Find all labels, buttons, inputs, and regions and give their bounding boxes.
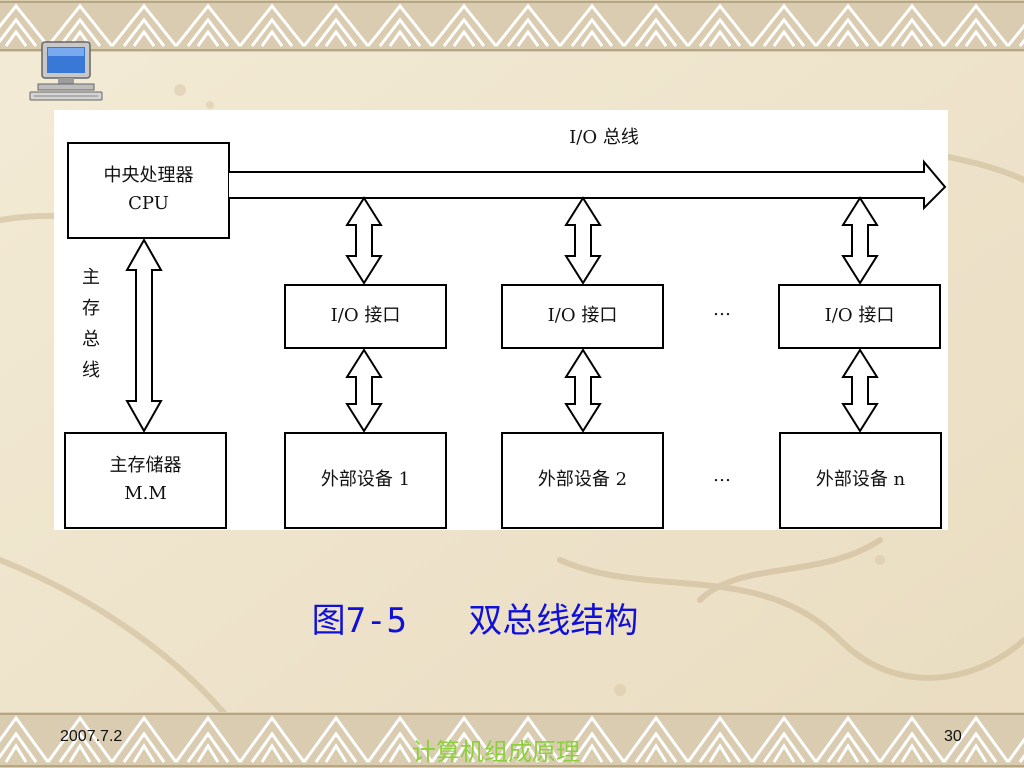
border-motif	[302, 3, 370, 47]
border-motif	[1006, 737, 1024, 763]
border-motif	[1006, 23, 1024, 47]
border-motif	[814, 715, 882, 763]
memory-label-line1: 主存储器	[109, 455, 182, 476]
memory-label-line2: M.M	[124, 483, 167, 504]
io-bus-arrow	[229, 159, 947, 211]
io-interface-label-1: I/O 接口	[330, 305, 401, 326]
computer-icon	[29, 41, 103, 101]
io-interface-label-2: I/O 接口	[547, 305, 618, 326]
border-motif	[302, 715, 370, 763]
cpu-label-line2: CPU	[128, 193, 169, 214]
cpu-label: 中央处理器 CPU	[68, 162, 229, 218]
bus-interface-arrow-1	[345, 196, 383, 285]
memory-bus-label: 主存总线	[82, 267, 100, 381]
border-motif	[558, 3, 626, 47]
border-motif	[110, 3, 178, 47]
border-motif	[814, 3, 882, 47]
border-motif	[942, 3, 1010, 47]
interface-device-arrow-1	[345, 348, 383, 433]
page-number: 30	[944, 728, 962, 745]
interface-device-arrow-3	[841, 348, 879, 433]
bus-interface-arrow-2	[564, 196, 602, 285]
border-motif	[0, 3, 50, 47]
border-motif	[686, 715, 754, 763]
memory-bus-arrow	[125, 237, 163, 434]
border-motif	[366, 715, 434, 763]
device-box-n	[779, 432, 942, 529]
border-motif	[46, 715, 114, 763]
border-motif	[558, 715, 626, 763]
io-interface-label-3: I/O 接口	[824, 305, 895, 326]
io-interface-box-3	[778, 284, 941, 349]
device-label-1: 外部设备 1	[320, 469, 411, 490]
border-motif	[686, 3, 754, 47]
border-motif	[750, 3, 818, 47]
border-motif	[878, 715, 946, 763]
top-border	[0, 0, 1024, 52]
memory-box	[64, 432, 227, 529]
io-interface-box-1	[284, 284, 447, 349]
border-motif	[942, 715, 1010, 763]
border-motif	[430, 715, 498, 763]
border-motif	[622, 715, 690, 763]
figure-caption: 图7-5 双总线结构	[311, 601, 639, 641]
bottom-border	[0, 712, 1024, 768]
interface-device-arrow-2	[564, 348, 602, 433]
memory-label: 主存储器 M.M	[65, 452, 226, 508]
border-motif	[878, 3, 946, 47]
cpu-label-line1: 中央处理器	[103, 165, 194, 186]
border-motif	[622, 3, 690, 47]
device-label-2: 外部设备 2	[537, 469, 628, 490]
ellipsis-interfaces: …	[713, 299, 731, 320]
border-motif	[174, 715, 242, 763]
footer-date: 2007.7.2	[60, 728, 123, 745]
device-label-n: 外部设备 n	[815, 469, 906, 490]
border-motif	[494, 3, 562, 47]
border-motif	[366, 3, 434, 47]
bus-interface-arrow-3	[841, 196, 879, 285]
cpu-box	[67, 142, 230, 239]
border-motif	[174, 3, 242, 47]
device-box-2	[501, 432, 664, 529]
border-motif	[0, 715, 50, 763]
ellipsis-devices: …	[713, 465, 731, 486]
border-motif	[494, 715, 562, 763]
diagram-panel: I/O 总线 中央处理器 CPU 主存储器 M.M 主存总线 I/O 接口 I/…	[54, 110, 948, 530]
io-interface-box-2	[501, 284, 664, 349]
io-bus-label: I/O 总线	[569, 127, 639, 148]
border-motif	[430, 3, 498, 47]
border-motif	[238, 3, 306, 47]
border-motif	[750, 715, 818, 763]
device-box-1	[284, 432, 447, 529]
footer-title: 计算机组成原理	[412, 739, 580, 766]
border-motif	[110, 715, 178, 763]
border-motif	[238, 715, 306, 763]
